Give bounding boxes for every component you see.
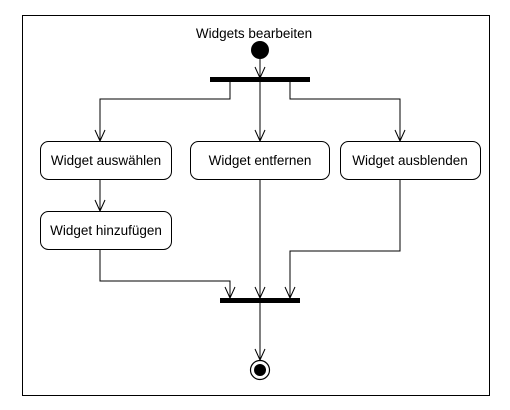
action-remove-widget-label: Widget entfernen — [209, 153, 312, 168]
diagram-title: Widgets bearbeiten — [196, 26, 312, 41]
final-node-core — [254, 364, 266, 376]
initial-node — [251, 41, 269, 59]
fork-bar — [210, 77, 310, 82]
action-add-widget-label: Widget hinzufügen — [50, 223, 162, 238]
diagram-frame — [22, 15, 490, 396]
action-remove-widget — [190, 141, 330, 180]
edge-add-to-join — [99, 250, 231, 298]
action-add-widget — [40, 211, 172, 250]
edge-fork-to-select — [99, 82, 231, 141]
action-select-widget — [40, 141, 172, 180]
action-select-widget-label: Widget auswählen — [51, 153, 161, 168]
edge-fork-to-hide — [289, 82, 401, 141]
join-bar — [220, 298, 300, 303]
action-hide-widget — [340, 141, 481, 180]
action-hide-widget-label: Widget ausblenden — [352, 153, 468, 168]
edge-hide-to-join — [289, 180, 401, 298]
